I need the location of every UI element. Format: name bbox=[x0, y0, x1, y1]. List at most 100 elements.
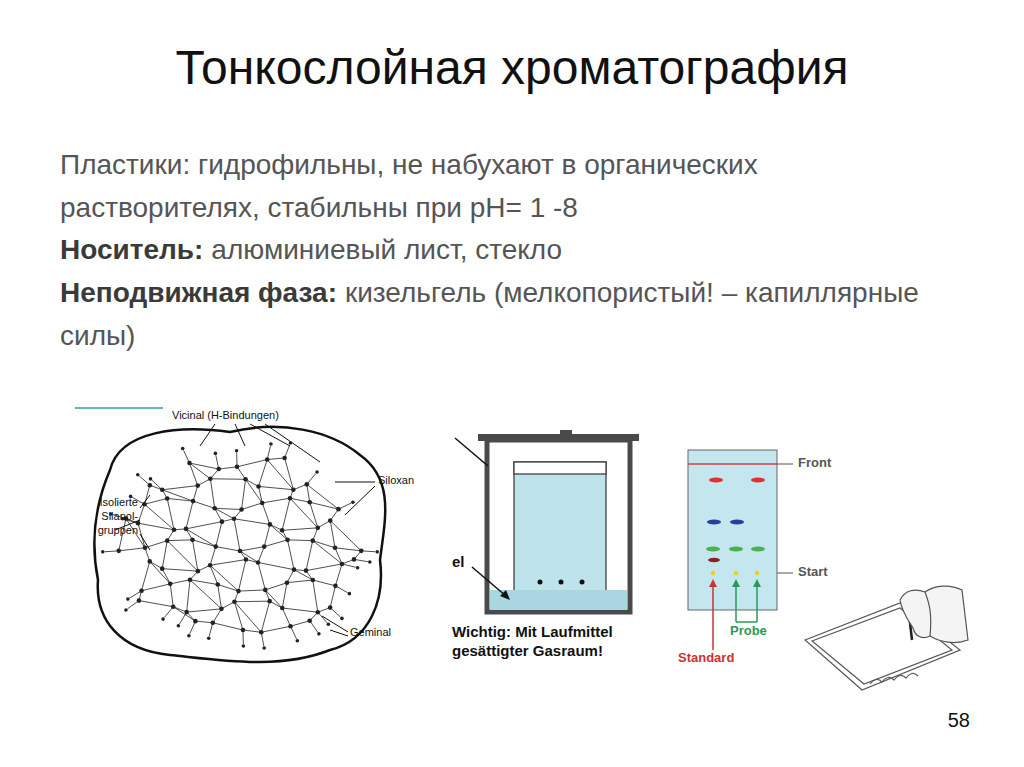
siloxane-bond bbox=[306, 541, 313, 571]
svg-path bbox=[870, 673, 918, 684]
si-atom bbox=[215, 582, 220, 587]
spot bbox=[538, 580, 543, 585]
svg-ellipse bbox=[729, 547, 743, 552]
oh-group bbox=[296, 639, 300, 643]
oh-group bbox=[187, 634, 191, 638]
si-atom bbox=[307, 618, 312, 623]
siloxane-bond bbox=[261, 601, 269, 632]
oh-group bbox=[340, 617, 344, 621]
si-atom bbox=[219, 607, 224, 612]
siloxane-bond bbox=[210, 560, 246, 566]
solvent bbox=[490, 590, 627, 610]
svg-ellipse bbox=[707, 520, 721, 525]
si-atom bbox=[359, 549, 364, 554]
oh-group bbox=[351, 500, 355, 504]
si-atom bbox=[212, 506, 217, 511]
siloxane-bond bbox=[173, 607, 195, 621]
si-atom bbox=[260, 501, 265, 506]
siloxane-bond bbox=[186, 522, 222, 529]
si-atom bbox=[184, 610, 189, 615]
siloxane-bond bbox=[192, 540, 197, 571]
siloxane-bond bbox=[210, 547, 216, 566]
arrowhead bbox=[500, 590, 510, 600]
siloxane-bond bbox=[330, 586, 335, 608]
si-atom bbox=[336, 507, 341, 512]
siloxane-bond bbox=[167, 541, 198, 571]
siloxane-bond bbox=[282, 528, 318, 530]
siloxane-bond bbox=[167, 498, 174, 529]
leader bbox=[777, 573, 793, 574]
siloxane-bond bbox=[290, 498, 318, 528]
chamber-wall bbox=[487, 440, 630, 612]
siloxane-bond bbox=[237, 460, 267, 467]
si-atom bbox=[168, 582, 173, 587]
siloxane-bond bbox=[258, 562, 265, 589]
svg-ellipse bbox=[708, 558, 720, 562]
siloxane-bond bbox=[306, 564, 342, 571]
siloxane-bond bbox=[242, 503, 263, 510]
si-atom bbox=[256, 560, 261, 565]
siloxane-bond bbox=[234, 602, 261, 633]
siloxane-bond bbox=[162, 569, 170, 584]
si-atom bbox=[187, 461, 192, 466]
siloxane-bond bbox=[162, 490, 193, 501]
siloxane-bond bbox=[218, 585, 239, 592]
si-atom bbox=[267, 599, 272, 604]
si-atom bbox=[263, 588, 268, 593]
si-atom bbox=[172, 528, 177, 533]
siloxane-bond bbox=[215, 508, 234, 518]
chamber-lid bbox=[478, 434, 639, 441]
silica-particle bbox=[94, 427, 385, 662]
si-atom bbox=[208, 563, 213, 568]
si-atom bbox=[256, 484, 261, 489]
siloxane-bond bbox=[307, 484, 339, 509]
si-atom bbox=[238, 549, 243, 554]
siloxane-bond bbox=[243, 630, 261, 632]
siloxane-bond bbox=[192, 540, 215, 547]
siloxane-bond bbox=[291, 621, 310, 626]
accent-line bbox=[75, 407, 163, 409]
svg-ellipse bbox=[709, 478, 723, 483]
siloxane-bond bbox=[142, 584, 171, 591]
oh-group bbox=[101, 550, 105, 554]
si-atom bbox=[288, 496, 293, 501]
svg-path bbox=[925, 592, 931, 636]
si-atom bbox=[239, 507, 244, 512]
callout-label: Isolierte Silanol- gruppen bbox=[70, 496, 138, 537]
siloxane-bond bbox=[313, 580, 318, 612]
text-paragraph: Пластики: гидрофильны, не набухают в орг… bbox=[60, 143, 960, 229]
siloxane-bond bbox=[186, 501, 193, 529]
oh-group bbox=[327, 622, 331, 626]
svg-ellipse bbox=[706, 547, 720, 552]
si-atom bbox=[259, 630, 264, 635]
siloxane-bond bbox=[170, 580, 190, 584]
svg-line bbox=[756, 584, 758, 622]
si-atom bbox=[310, 538, 315, 543]
siloxane-bond bbox=[282, 498, 290, 530]
siloxane-bond bbox=[210, 565, 218, 584]
si-atom bbox=[243, 477, 248, 482]
svg-line bbox=[735, 584, 737, 622]
siloxane-bond bbox=[167, 539, 192, 541]
si-atom bbox=[291, 487, 296, 492]
siloxane-bond bbox=[162, 569, 198, 571]
siloxane-bond bbox=[187, 580, 190, 612]
si-atom bbox=[244, 557, 249, 562]
lid-knob bbox=[560, 430, 572, 435]
callout-label: Start bbox=[796, 564, 830, 580]
siloxane-bond bbox=[287, 580, 313, 583]
siloxane-bond bbox=[264, 540, 287, 547]
si-atom bbox=[265, 457, 270, 462]
plate-top bbox=[514, 462, 606, 474]
si-atom bbox=[304, 482, 309, 487]
body-text: алюминиевый лист, стекло bbox=[211, 234, 562, 265]
siloxane-bond bbox=[259, 460, 268, 487]
siloxane-bond bbox=[259, 486, 263, 503]
svg-line bbox=[712, 584, 714, 652]
svg-line bbox=[265, 424, 320, 462]
si-atom bbox=[196, 569, 201, 574]
siloxane-bond bbox=[145, 498, 168, 504]
oh-group bbox=[161, 617, 165, 621]
si-atom bbox=[288, 624, 293, 629]
si-atom bbox=[208, 476, 213, 481]
